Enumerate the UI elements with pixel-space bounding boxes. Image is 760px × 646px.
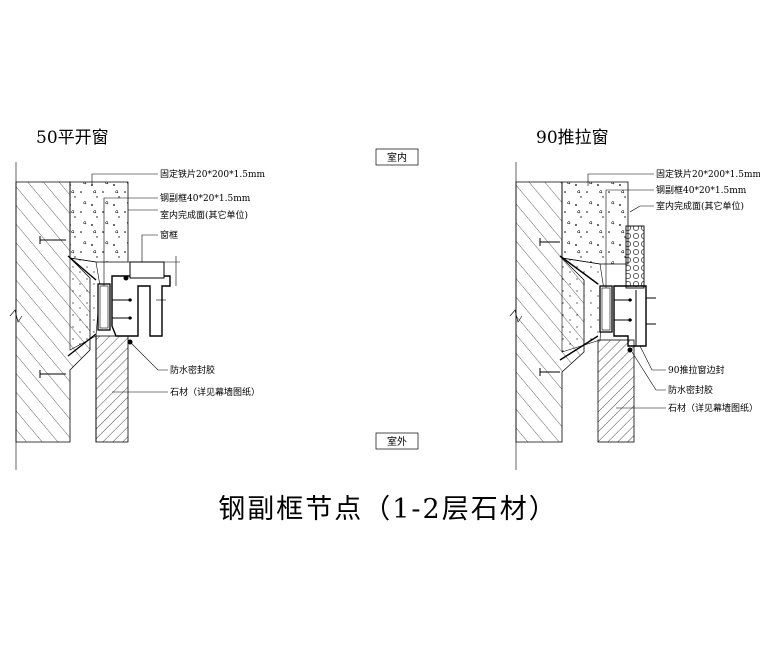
fixing-iron-sheet-top-right: [559, 255, 599, 285]
callout-sliding-edge-seal: 90推拉窗边封: [668, 364, 724, 376]
callout-fixing-iron-sheet: 固定铁片20*200*1.5mm: [160, 168, 265, 180]
callout-waterproof-sealant-right: 防水密封胶: [668, 384, 713, 396]
detail-heading-sliding: 90推拉窗: [536, 128, 609, 148]
interior-finish-layer: [625, 225, 645, 289]
room-label-outside: 室外: [387, 435, 407, 448]
concrete-fill-top: [69, 181, 129, 263]
callout-fixing-iron-sheet-right: 固定铁片20*200*1.5mm: [656, 168, 760, 180]
sealant-bead-top: [123, 275, 129, 281]
callout-interior-finish: 室内完成面(其它单位): [160, 209, 248, 221]
callout-steel-subframe: 钢副框40*20*1.5mm: [160, 192, 251, 204]
detail-sliding-window: 90推拉窗 固定铁片20*2: [509, 128, 760, 470]
fixing-iron-sheet-top: [67, 255, 97, 281]
window-frame-top-bead: [129, 261, 165, 279]
callout-leaders-right: [587, 173, 666, 409]
stone-cladding: [95, 335, 129, 443]
room-label-inside: 室内: [387, 151, 407, 164]
sealant-bead-right: [627, 347, 633, 353]
anchor-screws-right: [539, 238, 632, 376]
callout-waterproof-sealant: 防水密封胶: [170, 364, 215, 376]
callout-stone: 石材（详见幕墙图纸）: [170, 386, 260, 398]
sliding-frame: [613, 285, 647, 347]
callout-stone-right: 石材（详见幕墙图纸）: [668, 402, 758, 414]
room-label-outside-box: 室外: [375, 432, 419, 450]
callout-interior-finish-right: 室内完成面(其它单位): [656, 200, 744, 212]
callout-leaders-left: [91, 173, 168, 393]
callout-steel-subframe-right: 钢副框40*20*1.5mm: [656, 184, 747, 196]
anchor-screws: [39, 236, 132, 378]
detail-heading-casement: 50平开窗: [36, 128, 109, 148]
room-label-inside-box: 室内: [375, 148, 419, 166]
callout-window-frame: 窗框: [160, 229, 178, 241]
fixing-iron-sheet-bottom-right: [559, 335, 599, 361]
window-frame: [111, 275, 171, 337]
concrete-fill-top-right: [561, 181, 629, 265]
detail-casement-window: 50平开窗: [9, 128, 265, 470]
drawing-title: 钢副框节点（1-2层石材）: [218, 494, 557, 525]
fixing-iron-sheet-bottom: [67, 333, 97, 357]
stone-cladding-right: [597, 339, 635, 443]
